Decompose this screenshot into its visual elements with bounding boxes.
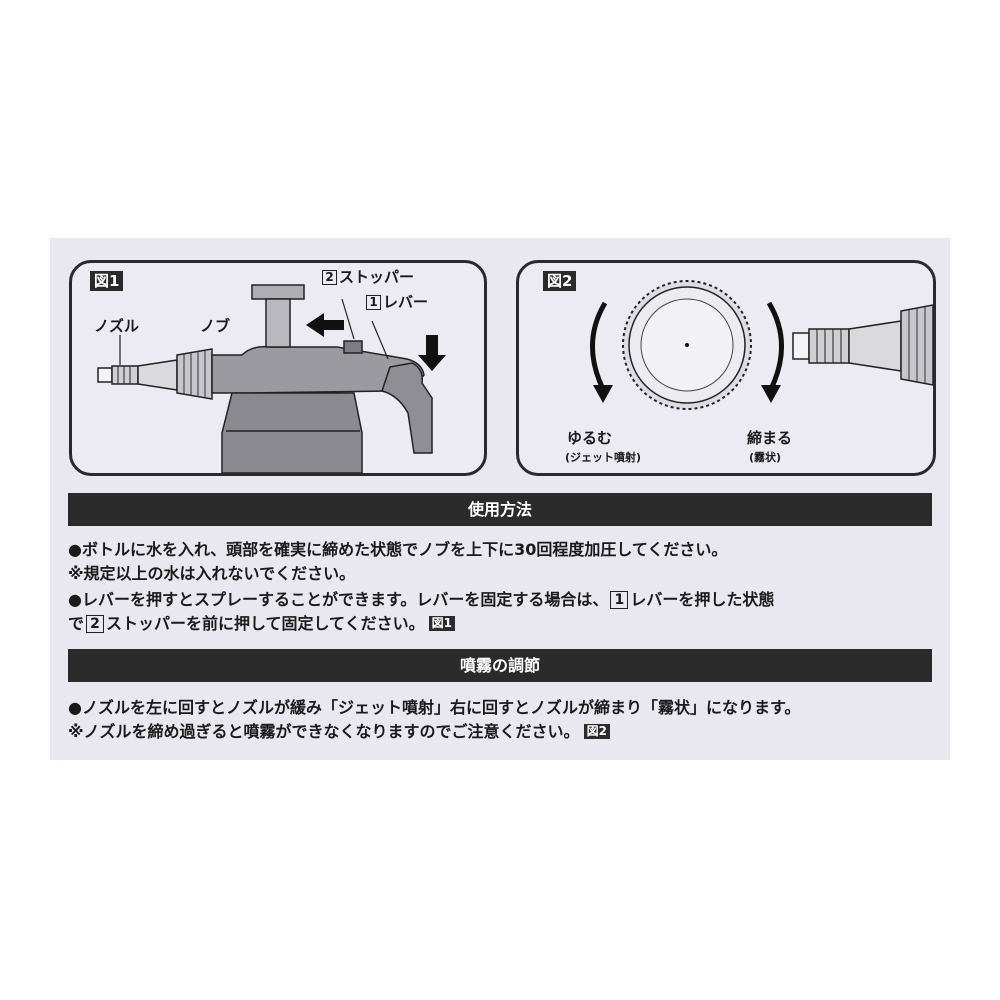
usage-section-title: 使用方法 <box>68 493 932 526</box>
figure-2-nozzle-diagram: 図2 ゆるむ (ジェット噴射) 締まる (霧状) <box>516 260 936 476</box>
loosen-arrow <box>593 385 613 403</box>
adjust-line-2: ※ノズルを締め過ぎると噴霧ができなくなりますのでご注意ください。図2 <box>68 722 938 742</box>
push-arrow-left <box>306 313 344 337</box>
press-arrow-down <box>418 335 446 371</box>
loosen-sublabel: (ジェット噴射) <box>565 451 642 464</box>
adjust-section-title: 噴霧の調節 <box>68 649 932 682</box>
nozzle-cap-illustration <box>590 280 933 410</box>
figure-2-ref: 図2 <box>583 724 610 739</box>
usage-line-2: ※規定以上の水は入れないでください。 <box>68 564 356 583</box>
tighten-arrow <box>761 385 781 403</box>
nozzle-label: ノズル <box>94 317 140 335</box>
figure-2-tag: 図2 <box>543 271 577 291</box>
stopper-number: 2 <box>322 270 337 285</box>
usage-line-1: ●ボトルに水を入れ、頭部を確実に締めた状態でノブを上下に30回程度加圧してくださ… <box>68 540 728 559</box>
loosen-label: ゆるむ <box>567 429 613 447</box>
lever-number-ref: 1 <box>610 591 629 609</box>
knob-label: ノブ <box>200 317 231 335</box>
stopper-number-ref: 2 <box>86 615 105 633</box>
figure-1-tag: 図1 <box>90 271 124 291</box>
adjust-line-1: ●ノズルを左に回すとノズルが緩み「ジェット噴射」右に回すとノズルが締まり「霧状」… <box>68 698 801 717</box>
tighten-label: 締まる <box>747 429 793 447</box>
tighten-sublabel: (霧状) <box>749 451 782 464</box>
sprayer-illustration <box>97 284 446 473</box>
lever-number: 1 <box>366 295 381 310</box>
figure-1-ref: 図1 <box>428 616 455 631</box>
